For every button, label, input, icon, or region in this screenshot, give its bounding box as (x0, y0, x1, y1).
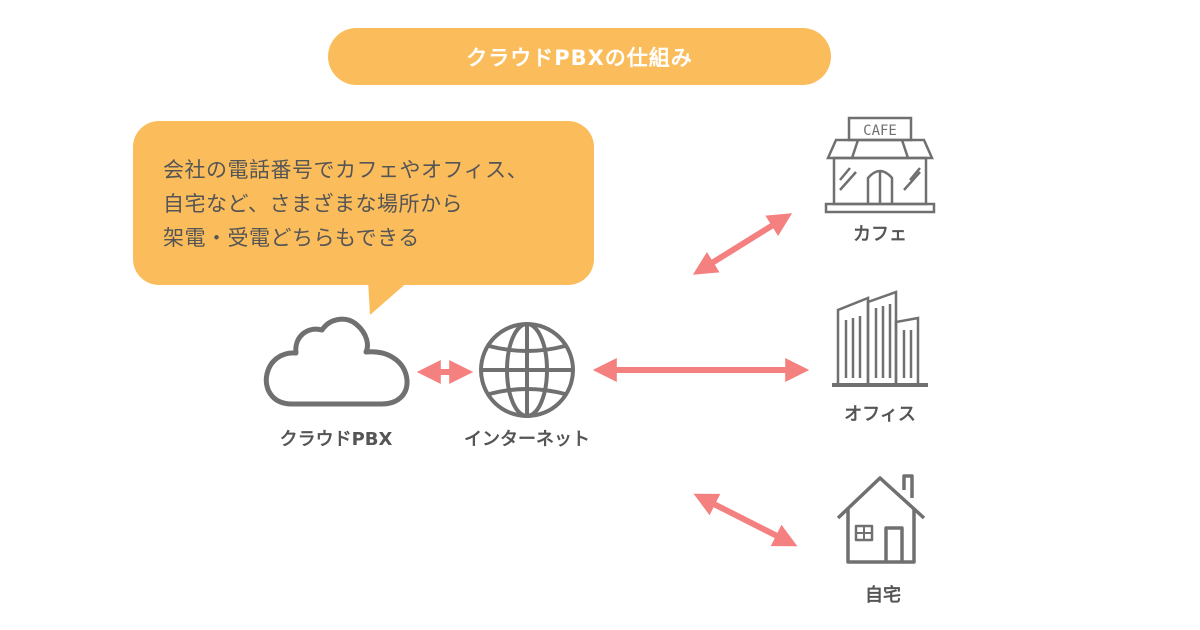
arrow-internet-cafe (692, 213, 793, 275)
label-office: オフィス (844, 404, 916, 425)
bubble-line-3: 架電・受電どちらもできる (163, 226, 420, 250)
house-icon (836, 474, 926, 564)
bubble-line-1: 会社の電話番号でカフェやオフィス、 (163, 158, 529, 182)
bubble-text: 会社の電話番号でカフェやオフィス、 自宅など、さまざまな場所から 架電・受電どち… (163, 153, 528, 255)
arrow-internet-home (693, 493, 798, 547)
label-cafe: カフェ (853, 224, 907, 245)
bubble-line-2: 自宅など、さまざまな場所から (163, 192, 463, 216)
cafe-sign-text: CAFE (863, 123, 897, 139)
page-title: クラウドPBXの仕組み (466, 45, 693, 70)
office-building-icon (832, 290, 928, 387)
label-cloud-pbx: クラウドPBX (279, 429, 393, 450)
cloud-icon (263, 316, 410, 407)
speech-bubble-tail (368, 280, 410, 315)
label-home: 自宅 (865, 585, 901, 606)
speech-bubble: 会社の電話番号でカフェやオフィス、 自宅など、さまざまな場所から 架電・受電どち… (133, 121, 594, 285)
cafe-icon: CAFE (824, 116, 936, 214)
globe-icon (479, 322, 575, 418)
label-internet: インターネット (464, 429, 590, 450)
title-banner: クラウドPBXの仕組み (328, 28, 831, 85)
